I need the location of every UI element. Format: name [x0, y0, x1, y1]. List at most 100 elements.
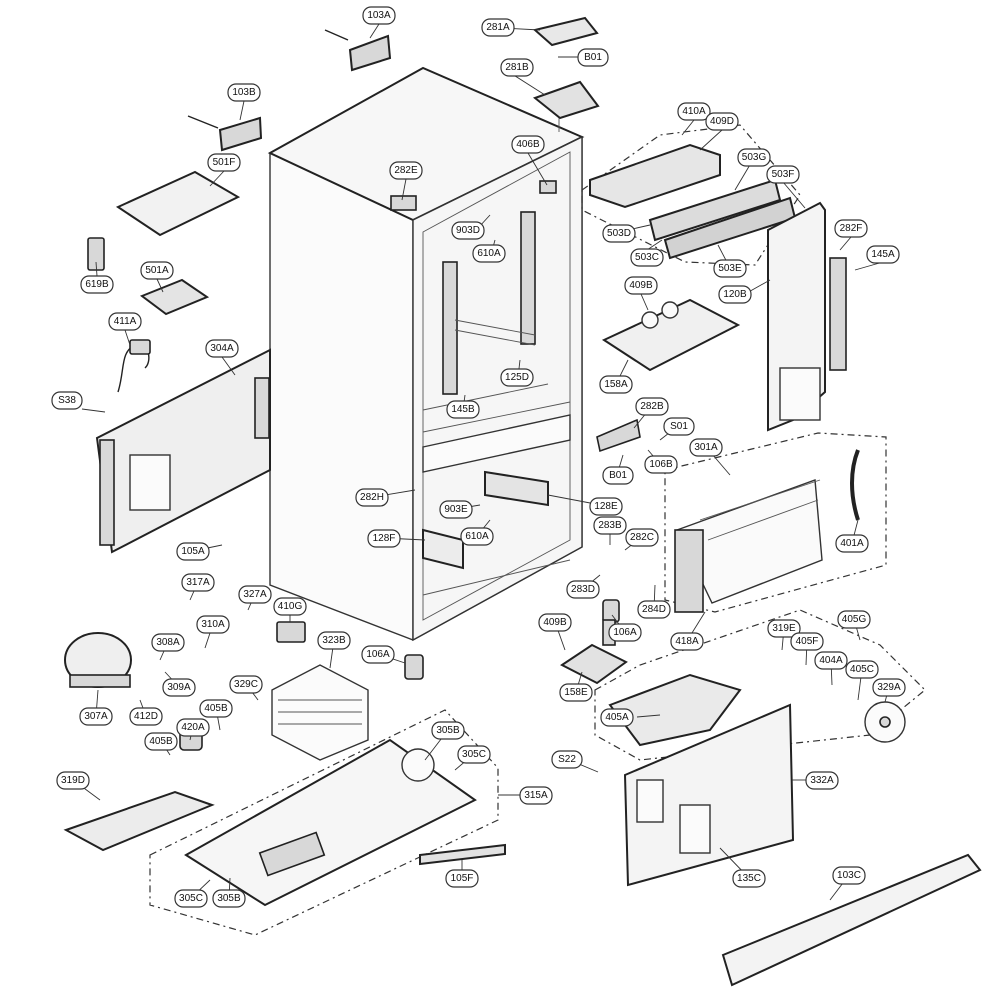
callout-106B: 106B — [644, 455, 678, 474]
callout-158E: 158E — [559, 683, 593, 702]
condenser-323B — [271, 664, 369, 761]
callout-B01b: B01 — [602, 466, 634, 485]
fan-329A — [864, 701, 906, 743]
callout-329C: 329C — [229, 675, 263, 694]
callout-282E: 282E — [389, 161, 423, 180]
callout-307A: 307A — [79, 707, 113, 726]
svg-text:405B: 405B — [149, 736, 173, 747]
callout-409D: 409D — [705, 112, 739, 131]
svg-text:282C: 282C — [630, 532, 654, 543]
callout-128E: 128E — [589, 497, 623, 516]
svg-text:501F: 501F — [213, 157, 236, 168]
svg-text:305B: 305B — [217, 893, 241, 904]
svg-text:405G: 405G — [842, 614, 867, 625]
callout-145B: 145B — [446, 400, 480, 419]
callout-282B: 282B — [635, 397, 669, 416]
callout-301A: 301A — [689, 438, 723, 457]
callout-105A: 105A — [176, 542, 210, 561]
svg-text:283D: 283D — [571, 584, 595, 595]
evaporator-group-outline — [664, 432, 887, 613]
callout-903E: 903E — [439, 500, 473, 519]
svg-text:103A: 103A — [367, 10, 391, 21]
callout-405B1: 405B — [199, 699, 233, 718]
svg-text:401A: 401A — [840, 538, 864, 549]
svg-text:405A: 405A — [605, 712, 629, 723]
svg-text:903E: 903E — [444, 504, 468, 515]
svg-text:282F: 282F — [840, 223, 863, 234]
svg-text:106A: 106A — [366, 649, 390, 660]
evaporator-301A — [674, 479, 823, 613]
svg-text:503G: 503G — [742, 152, 767, 163]
callout-903D: 903D — [451, 221, 485, 240]
svg-text:135C: 135C — [737, 873, 761, 884]
cover-501F — [115, 170, 241, 237]
callouts: 103A 103B 501F 501A 619B 411A 304A S38 2… — [51, 6, 906, 908]
callout-145A: 145A — [866, 245, 900, 264]
callout-323B: 323B — [317, 631, 351, 650]
callout-409B2: 409B — [538, 613, 572, 632]
svg-text:105A: 105A — [181, 546, 205, 557]
callout-103A: 103A — [362, 6, 396, 25]
svg-text:282H: 282H — [360, 492, 384, 503]
control-box-410A — [589, 143, 721, 209]
callout-610A2: 610A — [460, 527, 494, 546]
svg-text:329A: 329A — [877, 682, 901, 693]
svg-text:411A: 411A — [114, 316, 137, 327]
callout-405C: 405C — [845, 660, 879, 679]
callout-503F: 503F — [766, 165, 800, 184]
svg-text:317A: 317A — [186, 577, 210, 588]
svg-text:315A: 315A — [524, 790, 548, 801]
callout-310A: 310A — [196, 615, 230, 634]
duct-120B — [767, 201, 826, 432]
svg-text:304A: 304A — [210, 343, 234, 354]
svg-text:305C: 305C — [462, 749, 486, 760]
callout-120B: 120B — [718, 285, 752, 304]
svg-text:282E: 282E — [394, 165, 418, 176]
control-board-501A — [139, 278, 210, 316]
callout-501F: 501F — [207, 153, 241, 172]
callout-S01: S01 — [663, 417, 695, 436]
svg-text:405B: 405B — [204, 703, 228, 714]
svg-text:327A: 327A — [243, 589, 267, 600]
callout-283B: 283B — [593, 516, 627, 535]
svg-text:610A: 610A — [477, 248, 501, 259]
callout-281A: 281A — [481, 18, 515, 37]
callout-103B: 103B — [227, 83, 261, 102]
callout-305C1: 305C — [457, 745, 491, 764]
svg-text:319D: 319D — [61, 775, 85, 786]
callout-158A: 158A — [599, 375, 633, 394]
rail-105F — [419, 843, 506, 866]
part-619B — [87, 237, 105, 271]
callout-309A: 309A — [162, 678, 196, 697]
callout-305B1: 305B — [431, 721, 465, 740]
callout-503C: 503C — [630, 248, 664, 267]
callout-406B: 406B — [511, 135, 545, 154]
callout-106A2: 106A — [608, 623, 642, 642]
callout-106A1: 106A — [361, 645, 395, 664]
svg-text:310A: 310A — [201, 619, 225, 630]
callout-501A: 501A — [140, 261, 174, 280]
bracket-103A — [324, 29, 392, 72]
callout-410A: 410A — [677, 102, 711, 121]
callout-315A: 315A — [519, 786, 553, 805]
callout-405A: 405A — [600, 708, 634, 727]
callout-503E: 503E — [713, 259, 747, 278]
svg-text:305C: 305C — [179, 893, 203, 904]
svg-text:S38: S38 — [58, 395, 76, 406]
svg-text:301A: 301A — [694, 442, 718, 453]
callout-329A: 329A — [872, 678, 906, 697]
callout-332A: 332A — [805, 771, 839, 790]
svg-text:S22: S22 — [558, 754, 576, 765]
machine-room-cover-outline — [149, 709, 499, 936]
svg-text:106A: 106A — [613, 627, 637, 638]
callout-412D: 412D — [129, 707, 163, 726]
svg-text:103C: 103C — [837, 870, 861, 881]
callout-282F: 282F — [834, 219, 868, 238]
callout-304A: 304A — [205, 339, 239, 358]
callout-327A: 327A — [238, 585, 272, 604]
callout-317A: 317A — [181, 573, 215, 592]
housing-503C — [648, 178, 782, 242]
svg-text:128E: 128E — [594, 501, 618, 512]
svg-text:284D: 284D — [642, 604, 666, 615]
svg-text:305B: 305B — [436, 725, 460, 736]
